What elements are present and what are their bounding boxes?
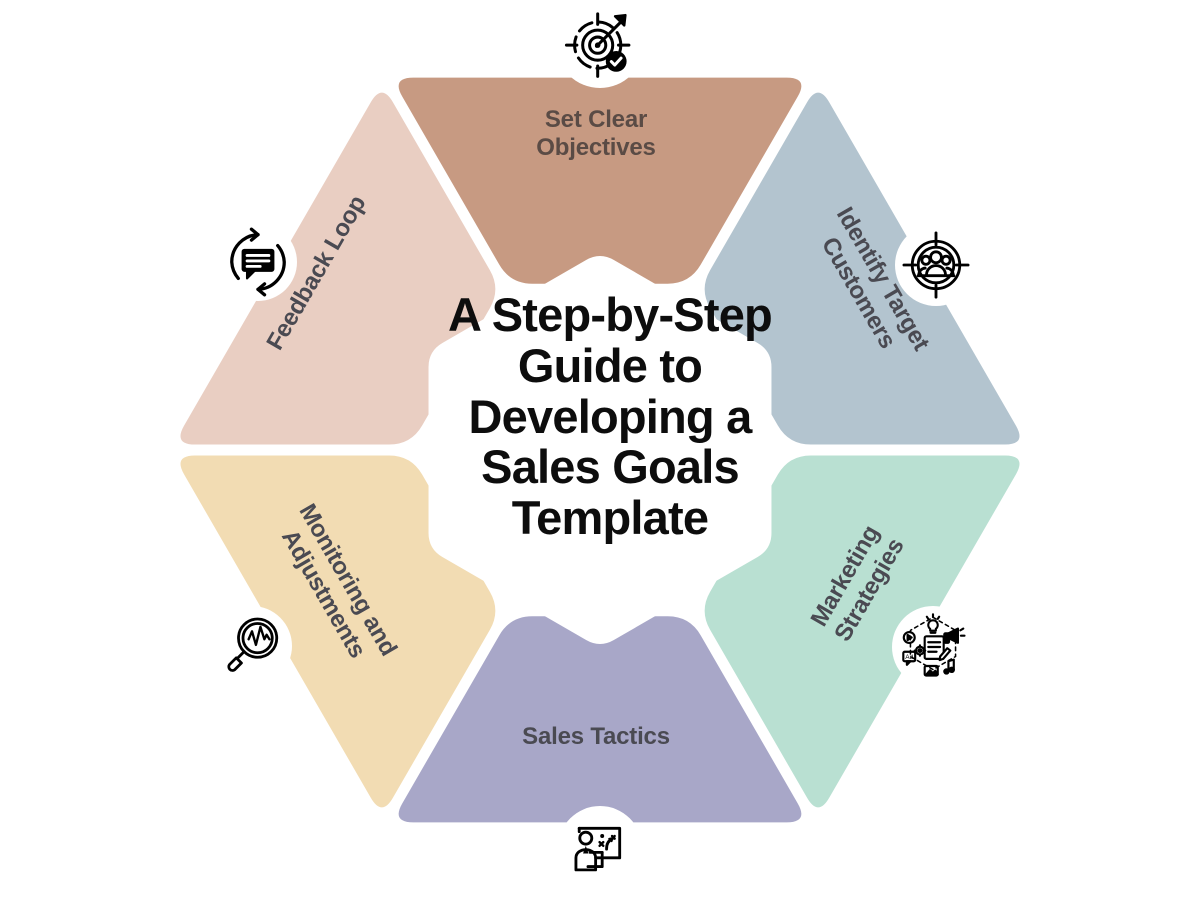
hex-segment-marketing-strategies[interactable] (704, 455, 1020, 808)
hex-segment-sales-tactics[interactable] (398, 616, 802, 823)
presenter-strategy-board-icon (558, 806, 642, 890)
audience-crosshair-icon (895, 224, 977, 306)
hex-segment-set-clear-objectives[interactable] (398, 77, 802, 284)
hex-segment-feedback-loop[interactable] (180, 92, 496, 445)
hex-segment-identify-target-customers[interactable] (704, 92, 1020, 445)
svg-text:Ad: Ad (905, 654, 913, 661)
chat-refresh-loop-icon (219, 223, 297, 301)
target-arrow-check-icon (556, 0, 644, 88)
content-marketing-icon: Ad (892, 606, 974, 688)
center-title: A Step-by-Step Guide to Developing a Sal… (448, 288, 773, 544)
hex-segment-monitoring-and-adjustments[interactable] (180, 455, 496, 808)
center-hexagon (428, 256, 772, 644)
magnifier-pulse-icon (212, 606, 292, 686)
